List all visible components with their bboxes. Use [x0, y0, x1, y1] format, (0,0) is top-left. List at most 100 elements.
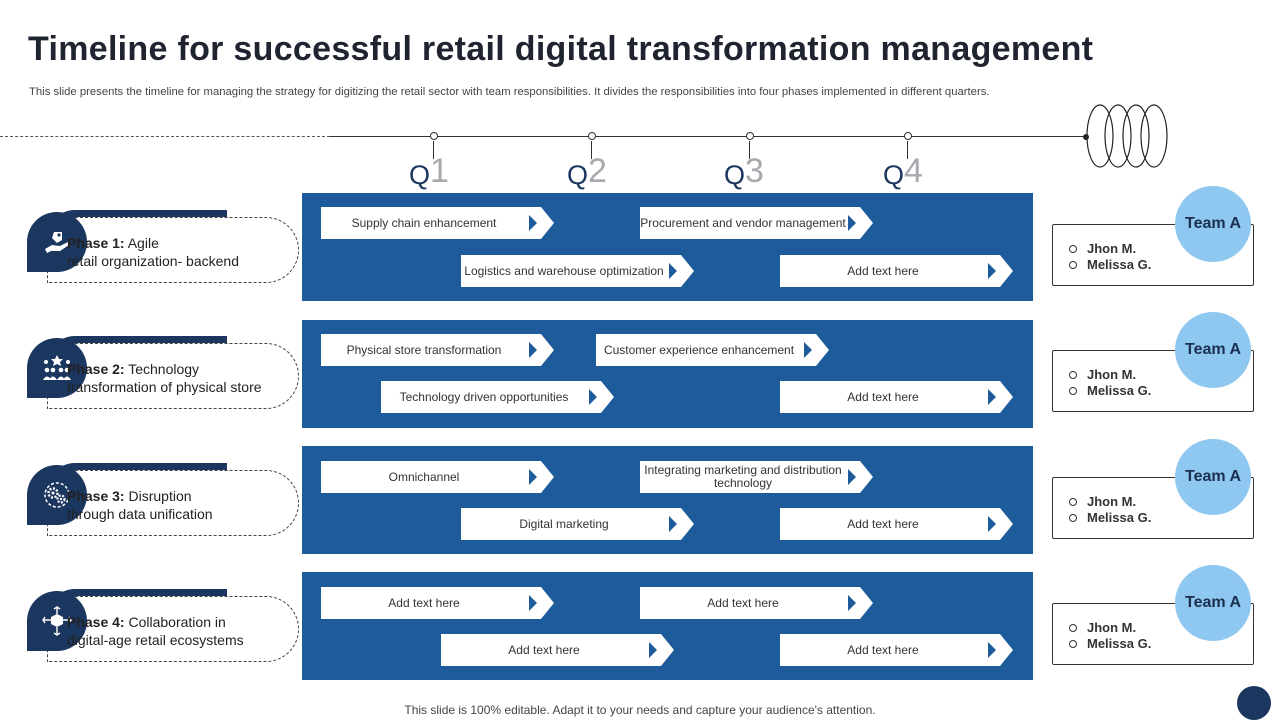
timeline-marker-q4 [904, 132, 912, 140]
page-subtitle: This slide presents the timeline for man… [29, 86, 990, 98]
phase-2-card: Phase 2: Technology transformation of ph… [25, 336, 300, 412]
task-label: Add text here [707, 595, 779, 610]
team-member: Jhon M. [1069, 620, 1151, 636]
chevron-right-icon [529, 469, 537, 485]
phase-label: Phase 2: [67, 361, 125, 377]
team-member: Melissa G. [1069, 510, 1151, 526]
coil-icon [1086, 104, 1168, 168]
team-member-list: Jhon M. Melissa G. [1069, 620, 1151, 652]
circle-bullet-icon [1069, 260, 1077, 269]
quarter-letter: Q [409, 160, 431, 190]
gears-icon [44, 482, 70, 508]
task-label: Add text here [847, 389, 919, 404]
team-badge: Team A [1175, 565, 1251, 641]
quarter-label-q4: Q4 [883, 152, 923, 192]
chevron-right-icon [988, 516, 996, 532]
task-arrow[interactable]: Logistics and warehouse optimization [461, 255, 694, 287]
chevron-right-icon [529, 342, 537, 358]
chevron-right-icon [988, 263, 996, 279]
team-member: Melissa G. [1069, 383, 1151, 399]
task-arrow[interactable]: Add text here [640, 587, 873, 619]
circle-bullet-icon [1069, 497, 1077, 506]
timeline-marker-q2 [588, 132, 596, 140]
member-name: Jhon M. [1087, 241, 1137, 256]
task-arrow[interactable]: Add text here [321, 587, 554, 619]
phase-label: Phase 3: [67, 488, 125, 504]
timeline-end-dot [1083, 134, 1089, 140]
phase-pill [47, 596, 299, 662]
chevron-right-icon [848, 215, 856, 231]
page-title: Timeline for successful retail digital t… [28, 30, 1094, 68]
phase-label: Phase 4: [67, 614, 125, 630]
phase-pill [47, 217, 299, 283]
chevron-right-icon [804, 342, 812, 358]
chevron-right-icon [589, 389, 597, 405]
task-arrow[interactable]: Add text here [441, 634, 674, 666]
member-name: Jhon M. [1087, 620, 1137, 635]
phase-4-icon-circle [27, 591, 87, 651]
team-member-list: Jhon M. Melissa G. [1069, 241, 1151, 273]
task-arrow[interactable]: Digital marketing [461, 508, 694, 540]
task-arrow[interactable]: Physical store transformation [321, 334, 554, 366]
phase-pill [47, 343, 299, 409]
quarter-label-q1: Q1 [409, 152, 449, 192]
timeline-stem-q4 [907, 141, 909, 159]
corner-decoration [1237, 686, 1271, 720]
task-arrow[interactable]: Supply chain enhancement [321, 207, 554, 239]
team-member: Jhon M. [1069, 494, 1151, 510]
timeline-marker-q1 [430, 132, 438, 140]
timeline-marker-q3 [746, 132, 754, 140]
member-name: Jhon M. [1087, 367, 1137, 382]
phase-2-icon-circle [27, 338, 87, 398]
task-arrow[interactable]: Add text here [780, 634, 1013, 666]
chevron-right-icon [988, 389, 996, 405]
task-label: Add text here [847, 642, 919, 657]
task-label: Omnichannel [388, 469, 460, 484]
team-member: Melissa G. [1069, 257, 1151, 273]
task-label: Customer experience enhancement [603, 342, 795, 357]
chevron-right-icon [988, 642, 996, 658]
phase-4-text: Phase 4: Collaboration in digital-age re… [67, 613, 244, 649]
task-arrow[interactable]: Technology driven opportunities [381, 381, 614, 413]
timeline-line [330, 136, 1086, 137]
phase-1-card: Phase 1: Agile retail organization- back… [25, 210, 300, 286]
phase-3-text: Phase 3: Disruption through data unifica… [67, 487, 213, 523]
hand-tag-icon [45, 232, 69, 253]
circle-bullet-icon [1069, 244, 1077, 253]
quarter-letter: Q [567, 160, 589, 190]
team-member: Melissa G. [1069, 636, 1151, 652]
quarter-number: 3 [745, 152, 764, 190]
task-arrow[interactable]: Omnichannel [321, 461, 554, 493]
timeline-stem-q3 [749, 141, 751, 159]
phase-4-band: Add text here Add text here Add text her… [302, 572, 1033, 680]
task-arrow[interactable]: Integrating marketing and distribution t… [640, 461, 873, 493]
task-arrow[interactable]: Procurement and vendor management [640, 207, 873, 239]
team-badge: Team A [1175, 186, 1251, 262]
quarter-number: 4 [904, 152, 923, 190]
quarter-label-q2: Q2 [567, 152, 607, 192]
chevron-right-icon [669, 516, 677, 532]
phase-3-icon-circle [27, 465, 87, 525]
task-label: Add text here [388, 595, 460, 610]
task-label: Add text here [847, 263, 919, 278]
phase-title-line2: transformation of physical store [67, 379, 262, 395]
chevron-right-icon [529, 595, 537, 611]
task-label: Physical store transformation [346, 342, 502, 357]
task-arrow[interactable]: Add text here [780, 508, 1013, 540]
chevron-right-icon [649, 642, 657, 658]
footer-note: This slide is 100% editable. Adapt it to… [404, 703, 876, 717]
phase-3-band: Omnichannel Integrating marketing and di… [302, 446, 1033, 554]
task-arrow[interactable]: Customer experience enhancement [596, 334, 829, 366]
task-label: Supply chain enhancement [351, 215, 497, 230]
task-arrow[interactable]: Add text here [780, 381, 1013, 413]
task-arrow[interactable]: Add text here [780, 255, 1013, 287]
circle-bullet-icon [1069, 513, 1077, 522]
phase-1-text: Phase 1: Agile retail organization- back… [67, 234, 239, 270]
team-member-list: Jhon M. Melissa G. [1069, 367, 1151, 399]
member-name: Melissa G. [1087, 510, 1152, 525]
task-label: Logistics and warehouse optimization [464, 263, 664, 278]
phase-1-icon-circle [27, 212, 87, 272]
member-name: Jhon M. [1087, 494, 1137, 509]
phase-2-band: Physical store transformation Customer e… [302, 320, 1033, 428]
quarter-letter: Q [883, 160, 905, 190]
